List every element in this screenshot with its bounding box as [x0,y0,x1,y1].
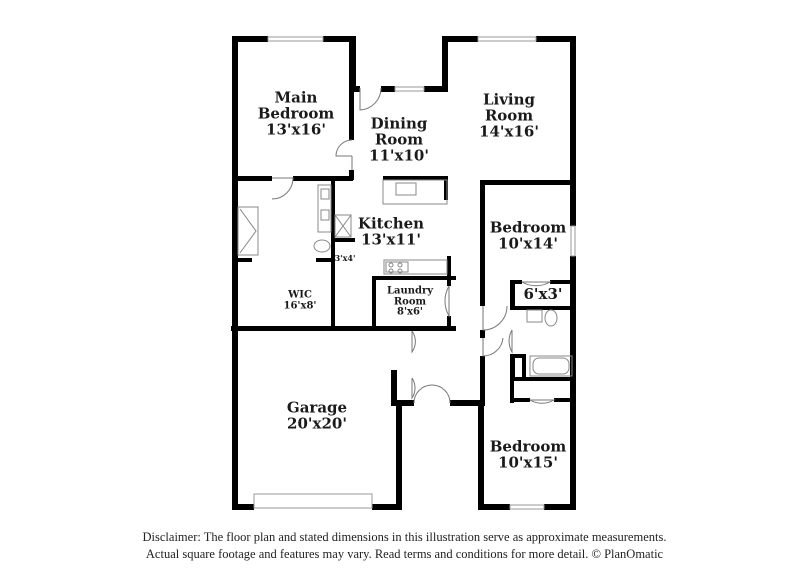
room-dimensions: 13'x11' [361,230,421,248]
room-dimensions: 3'x4' [334,252,356,263]
room-dimensions: 20'x20' [287,414,347,432]
room-dimensions: 14'x16' [479,121,539,140]
room-label-bedroom-3: Bedroom 10'x15' [489,437,567,471]
disclaimer-line-2: Actual square footage and features may v… [145,547,664,561]
room-name: Bedroom [489,218,567,237]
room-name: Bedroom [257,104,335,123]
room-name: Laundry [386,285,434,297]
room-name: Bedroom [489,437,567,456]
room-label-dining-room: Dining Room 11'x10' [369,116,429,163]
room-name: Room [393,295,427,307]
windows [253,36,576,510]
walls [231,36,576,510]
disclaimer: Disclaimer: The floor plan and stated di… [0,529,809,563]
disclaimer-line-1: Disclaimer: The floor plan and stated di… [142,530,667,544]
room-dimensions: 13'x16' [266,119,326,138]
room-label-closet-3x4: 3'x4' [334,252,356,263]
room-dimensions: 6'x3' [523,285,563,304]
room-name: Main [274,88,318,107]
doors [271,87,556,404]
room-name: Room [484,106,534,125]
room-label-bedroom-2: Bedroom 10'x14' [489,218,567,252]
room-label-living-room: Living Room 14'x16' [479,92,539,139]
room-label-garage: Garage 20'x20' [286,398,348,432]
room-label-laundry-room: Laundry Room 8'x6' [387,286,433,318]
room-label-kitchen: Kitchen 13'x11' [357,214,425,248]
room-label-closet-6x3: 6'x3' [523,285,563,304]
room-dimensions: 11'x10' [369,145,429,164]
room-name: Kitchen [357,214,425,233]
room-name: Room [374,130,424,149]
room-label-wic: WIC 16'x8' [283,289,317,312]
room-name: Living [482,90,536,109]
room-name: Dining [370,114,428,133]
room-dimensions: 8'x6' [396,306,423,318]
fixtures [237,179,573,377]
room-dimensions: 10'x15' [498,453,558,471]
room-dimensions: 10'x14' [498,234,558,252]
room-name: WIC [288,289,312,301]
room-label-main-bedroom: Main Bedroom 13'x16' [258,90,335,137]
room-dimensions: 16'x8' [283,300,317,311]
room-name: Garage [286,398,348,417]
